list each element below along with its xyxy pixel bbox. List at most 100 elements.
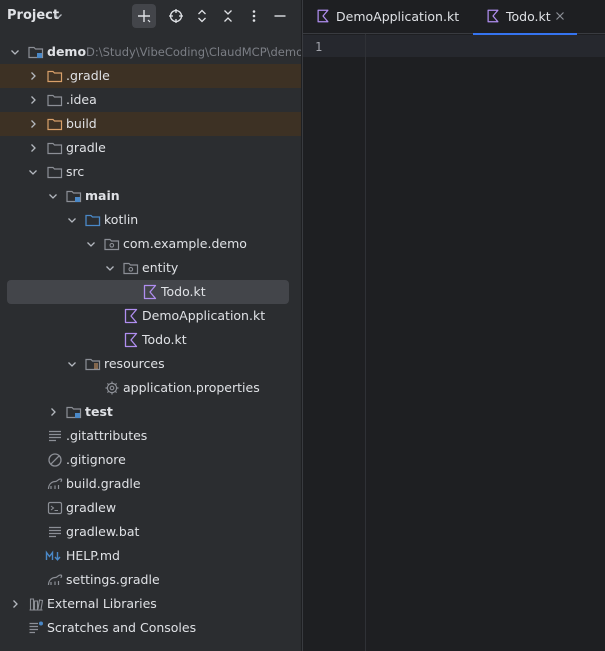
tree-item-label: kotlin	[104, 212, 139, 227]
tree-item-gradle-cache[interactable]: .gradle	[0, 64, 301, 88]
locate-button[interactable]	[164, 4, 188, 28]
tree-item-label: .gradle	[66, 68, 110, 83]
source-folder-icon	[85, 214, 101, 227]
tree-item-label: .idea	[66, 92, 97, 107]
more-options-button[interactable]	[242, 4, 266, 28]
tree-item-label: entity	[142, 260, 179, 275]
tree-item-kotlin[interactable]: kotlin	[0, 208, 301, 232]
module-folder-icon	[66, 190, 82, 203]
collapse-all-button[interactable]	[216, 4, 240, 28]
tree-item-demo[interactable]: demo D:\Study\VibeCoding\ClaudMCP\demo	[0, 40, 301, 64]
project-panel-title[interactable]: Project	[7, 8, 60, 23]
chevron-down-icon[interactable]	[66, 214, 78, 226]
tree-item-settings-gradle[interactable]: settings.gradle	[0, 568, 301, 592]
tree-item-gitattributes[interactable]: .gitattributes	[0, 424, 301, 448]
chevron-down-icon[interactable]	[27, 166, 39, 178]
tree-item-test[interactable]: test	[0, 400, 301, 424]
tree-item-build[interactable]: build	[0, 112, 301, 136]
chevron-right-icon[interactable]	[27, 118, 39, 130]
tree-item-label: main	[85, 188, 120, 203]
chevron-down-icon[interactable]	[66, 358, 78, 370]
gradle-icon	[47, 574, 63, 586]
current-line-highlight	[303, 35, 605, 57]
locate-icon	[169, 9, 183, 23]
tab-label: Todo.kt	[506, 9, 551, 24]
tree-item-build-gradle[interactable]: build.gradle	[0, 472, 301, 496]
tree-item-gitignore[interactable]: .gitignore	[0, 448, 301, 472]
chevron-down-icon[interactable]	[85, 238, 97, 250]
chevron-right-icon[interactable]	[9, 598, 21, 610]
tree-item-src[interactable]: src	[0, 160, 301, 184]
tree-item-label: .gitattributes	[66, 428, 148, 443]
folder-icon	[47, 94, 63, 107]
tree-item-label: build	[66, 116, 97, 131]
tree-item-application-properties[interactable]: application.properties	[0, 376, 301, 400]
kotlin-file-icon	[124, 308, 138, 324]
tree-item-label: demo	[47, 44, 87, 59]
package-icon	[123, 262, 139, 275]
kotlin-file-icon	[124, 332, 138, 348]
tree-item-entity-todo-kt[interactable]: Todo.kt	[7, 280, 289, 304]
tab-demo-application-kt[interactable]: DemoApplication.kt	[303, 0, 473, 34]
chevron-right-icon[interactable]	[47, 406, 59, 418]
chevron-right-icon[interactable]	[27, 142, 39, 154]
tree-item-label: com.example.demo	[123, 236, 247, 251]
tree-item-help-md[interactable]: HELP.md	[0, 544, 301, 568]
kotlin-file-icon	[143, 284, 157, 300]
scratches-icon	[29, 621, 43, 634]
chevron-down-icon[interactable]	[9, 46, 21, 58]
tree-item-gradle[interactable]: gradle	[0, 136, 301, 160]
tree-item-label: Todo.kt	[161, 284, 206, 299]
collapse-all-icon	[224, 10, 232, 22]
editor-tabs: DemoApplication.kt Todo.kt	[303, 0, 605, 35]
tree-item-label: HELP.md	[66, 548, 120, 563]
tree-item-scratches-consoles[interactable]: Scratches and Consoles	[0, 616, 301, 640]
tree-item-todo-kt[interactable]: Todo.kt	[0, 328, 301, 352]
tab-todo-kt[interactable]: Todo.kt	[473, 0, 577, 35]
tree-item-package-entity[interactable]: entity	[0, 256, 301, 280]
project-path: D:\Study\VibeCoding\ClaudMCP\demo	[86, 45, 301, 59]
tree-item-label: DemoApplication.kt	[142, 308, 266, 323]
module-folder-icon	[66, 406, 82, 419]
add-icon	[138, 10, 151, 23]
tree-item-gradlew[interactable]: gradlew	[0, 496, 301, 520]
more-icon	[252, 10, 256, 22]
tree-item-demo-application-kt[interactable]: DemoApplication.kt	[0, 304, 301, 328]
editor-gutter	[303, 34, 366, 651]
tree-item-label: gradle	[66, 140, 106, 155]
excluded-folder-icon	[47, 70, 63, 83]
tree-item-resources[interactable]: resources	[0, 352, 301, 376]
text-file-icon	[49, 526, 61, 538]
tree-item-label: gradlew.bat	[66, 524, 140, 539]
tree-item-gradlew-bat[interactable]: gradlew.bat	[0, 520, 301, 544]
tree-item-label: src	[66, 164, 85, 179]
gradle-icon	[47, 478, 63, 490]
tree-item-package-demo[interactable]: com.example.demo	[0, 232, 301, 256]
expand-all-button[interactable]	[190, 4, 214, 28]
text-file-icon	[49, 430, 61, 442]
chevron-down-icon[interactable]	[52, 10, 64, 22]
minimize-icon	[274, 15, 286, 17]
tree-item-label: test	[85, 404, 113, 419]
tree-item-label: gradlew	[66, 500, 117, 515]
project-panel: Project	[0, 0, 301, 651]
tree-item-external-libraries[interactable]: External Libraries	[0, 592, 301, 616]
chevron-right-icon[interactable]	[27, 94, 39, 106]
chevron-down-icon[interactable]	[104, 262, 116, 274]
tree-item-idea[interactable]: .idea	[0, 88, 301, 112]
tree-item-label: .gitignore	[66, 452, 126, 467]
tree-item-label: resources	[104, 356, 165, 371]
editor-area: DemoApplication.kt Todo.kt 1	[302, 0, 605, 651]
close-icon[interactable]	[553, 9, 567, 23]
minimize-button[interactable]	[268, 4, 292, 28]
module-folder-icon	[28, 46, 44, 59]
ignore-file-icon	[48, 453, 62, 467]
markdown-icon	[45, 550, 61, 561]
tree-item-label: settings.gradle	[66, 572, 160, 587]
add-button[interactable]	[132, 4, 156, 28]
project-panel-header: Project	[0, 0, 301, 33]
chevron-down-icon[interactable]	[47, 190, 59, 202]
shell-script-icon	[47, 501, 63, 515]
tree-item-main[interactable]: main	[0, 184, 301, 208]
chevron-right-icon[interactable]	[27, 70, 39, 82]
